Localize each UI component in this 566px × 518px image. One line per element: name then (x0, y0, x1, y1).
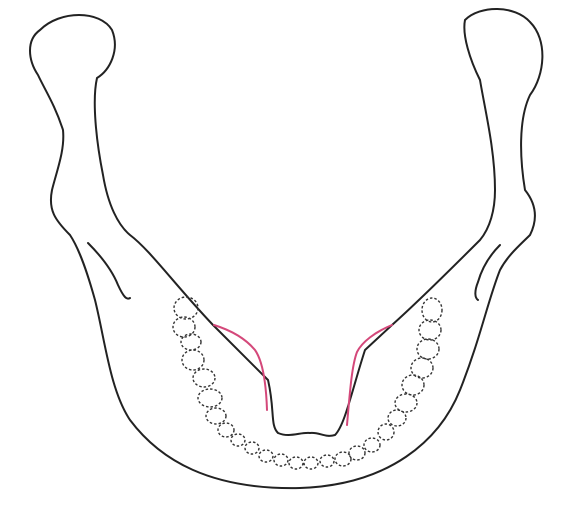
tooth-outline (289, 457, 303, 469)
tooth-outline (402, 375, 424, 395)
tooth-outline (182, 350, 204, 370)
tooth-outline (335, 452, 351, 466)
tooth-outline (198, 389, 222, 407)
left-inner-ramus-contour (88, 243, 130, 299)
tooth-outline (174, 297, 198, 319)
right-inner-ramus-contour (475, 245, 500, 300)
tooth-outline (411, 358, 433, 378)
tooth-row (173, 297, 442, 469)
tooth-outline (245, 442, 259, 454)
tooth-outline (193, 369, 215, 387)
right-inner-arch-highlight (347, 325, 392, 425)
tooth-outline (320, 455, 334, 467)
tooth-outline (206, 408, 226, 424)
tooth-outline (419, 320, 441, 340)
tooth-outline (422, 298, 442, 322)
tooth-outline (304, 457, 318, 469)
tooth-outline (218, 423, 234, 437)
tooth-outline (259, 450, 273, 462)
tooth-outline (274, 454, 288, 466)
tooth-outline (231, 434, 245, 446)
tooth-outline (364, 438, 380, 452)
tooth-outline (378, 424, 394, 440)
tooth-outline (181, 334, 201, 350)
tooth-outline (395, 394, 417, 412)
tooth-outline (417, 339, 439, 359)
mandible-outer-outline (30, 9, 542, 488)
